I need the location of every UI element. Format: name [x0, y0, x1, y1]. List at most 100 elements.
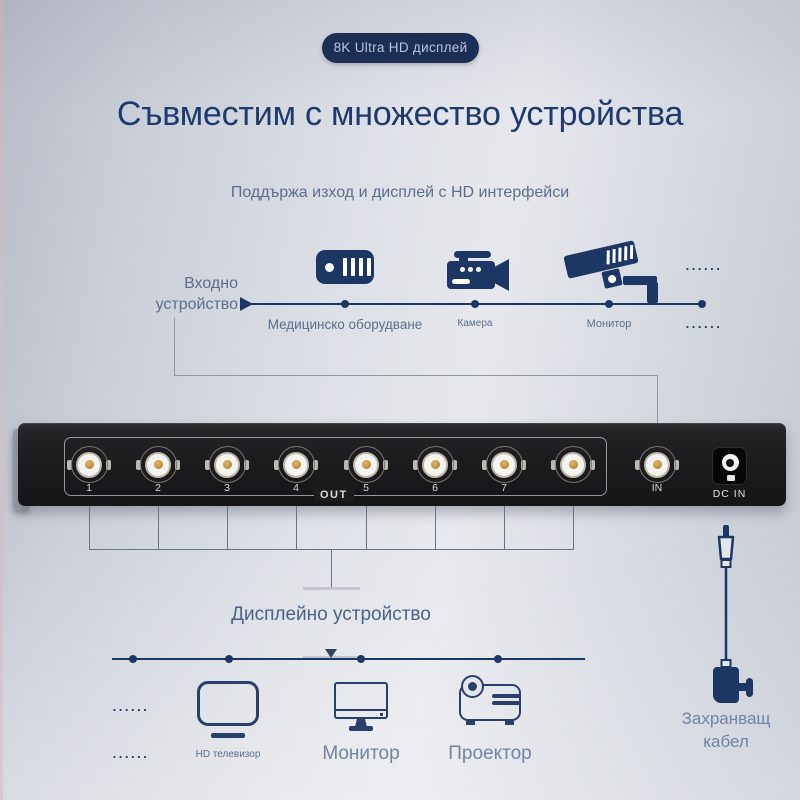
bnc-center-pin	[84, 460, 94, 469]
bnc-lug-left	[344, 460, 349, 470]
triangle-down-icon	[325, 649, 337, 658]
bnc-connector-out-1: 1	[67, 446, 111, 498]
out-group-label: OUT	[314, 489, 354, 501]
bnc-inner-ring	[353, 451, 379, 478]
bus-drop-line-7	[503, 506, 505, 549]
input-item-label-medical: Медицинско оборудване	[267, 317, 423, 332]
bnc-inner-ring	[214, 451, 240, 478]
bnc-outer-ring	[70, 446, 108, 483]
wire-input-to-in-port	[657, 375, 658, 442]
projector-icon-lens-dot	[468, 682, 477, 691]
input-timeline-dot-4	[698, 300, 706, 308]
medical-equipment-icon	[316, 250, 374, 284]
cctv-mount-post	[647, 282, 658, 303]
wire-input-vertical	[174, 318, 175, 376]
bnc-center-pin	[652, 460, 662, 469]
tv-icon	[197, 681, 259, 726]
output-more-dots-bottom: ......	[112, 746, 150, 761]
page-subtitle: Поддържа изход и дисплей с HD интерфейси	[230, 184, 570, 201]
monitor-icon	[334, 682, 388, 719]
bus-center-drop	[331, 550, 332, 588]
bnc-outer-ring	[347, 446, 385, 483]
bnc-center-pin	[568, 460, 578, 469]
bnc-connector-out-2-label: 2	[155, 482, 161, 494]
bnc-lug-right	[313, 460, 318, 470]
bnc-lug-right	[521, 460, 526, 470]
bus-drop-line-8	[572, 506, 574, 549]
bnc-inner-ring	[491, 451, 517, 478]
input-caption-line2: устройство	[155, 296, 238, 313]
bnc-lug-right	[175, 460, 180, 470]
bnc-center-pin	[222, 460, 232, 469]
output-more-dots-top: ......	[112, 699, 150, 714]
bnc-lug-left	[482, 460, 487, 470]
bnc-center-pin	[430, 460, 440, 469]
video-camera-lens	[495, 259, 509, 291]
bnc-outer-ring	[638, 446, 676, 483]
bus-drop-line-5	[365, 506, 367, 549]
output-item-label-monitor: Монитор	[322, 743, 400, 764]
bnc-connector-in: IN	[635, 446, 679, 498]
bnc-center-pin	[153, 460, 163, 469]
power-cable-icon	[713, 525, 753, 703]
medical-led-dot	[325, 262, 334, 272]
bnc-connector-out-6: 6	[413, 446, 457, 498]
bnc-lug-right	[244, 460, 249, 470]
bnc-lug-left	[136, 460, 141, 470]
bnc-lug-left	[205, 460, 210, 470]
input-timeline-dot-3	[605, 300, 613, 308]
bnc-connector-out-7: 7	[482, 446, 526, 498]
tv-icon-base	[211, 733, 245, 738]
output-item-label-projector: Проектор	[448, 743, 532, 764]
bnc-outer-ring	[554, 446, 592, 483]
input-timeline-dot-1	[341, 300, 349, 308]
dc-in-label: DC IN	[712, 488, 747, 500]
input-devices-caption: Входно устройство	[110, 273, 238, 315]
projector-icon	[459, 684, 521, 721]
bnc-outer-ring	[208, 446, 246, 483]
bus-drop-line-2	[157, 506, 159, 549]
bnc-connector-in-label: IN	[651, 482, 663, 494]
bnc-lug-right	[590, 460, 595, 470]
bnc-connector-out-5: 5	[344, 446, 388, 498]
display-device-title: Дисплейно устройство	[231, 604, 431, 625]
bnc-center-pin	[499, 460, 509, 469]
cctv-lens	[601, 268, 623, 289]
bnc-lug-left	[413, 460, 418, 470]
bnc-outer-ring	[277, 446, 315, 483]
bnc-connector-out-7-label: 7	[501, 482, 507, 494]
video-camera-body	[447, 261, 495, 289]
input-item-label-camera: Камера	[457, 318, 493, 329]
dc-power-jack	[712, 447, 747, 485]
output-timeline-dot-4	[494, 655, 502, 663]
bnc-inner-ring	[283, 451, 309, 478]
input-more-dots-bottom: ......	[685, 316, 723, 331]
input-timeline-dot-2	[471, 300, 479, 308]
input-more-dots-top: ......	[685, 258, 723, 273]
bnc-connector-out-5-label: 5	[363, 482, 369, 494]
output-item-label-tv: HD телевизор	[195, 749, 261, 760]
bnc-lug-right	[452, 460, 457, 470]
bnc-connector-out-4-label: 4	[293, 482, 299, 494]
bnc-connector-out-1-label: 1	[86, 482, 92, 494]
bus-drop-line-1	[88, 506, 90, 549]
video-camera-icon	[454, 251, 491, 258]
bnc-center-pin	[361, 460, 371, 469]
output-timeline-dot-3	[357, 655, 365, 663]
video-camera-neck	[459, 256, 468, 264]
bus-terminal-bar	[303, 587, 360, 590]
bnc-outer-ring	[485, 446, 523, 483]
bnc-lug-right	[383, 460, 388, 470]
bnc-lug-right	[106, 460, 111, 470]
arrow-right-icon	[240, 297, 253, 311]
bnc-lug-left	[635, 460, 640, 470]
bnc-connector-out-8	[551, 446, 595, 498]
bnc-connector-out-3: 3	[205, 446, 249, 498]
bus-drop-line-3	[226, 506, 228, 549]
output-timeline-dot-1	[129, 655, 137, 663]
bnc-outer-ring	[139, 446, 177, 483]
bnc-lug-right	[674, 460, 679, 470]
power-cable-label: Захранващ кабел	[662, 707, 790, 753]
feature-badge: 8K Ultra HD дисплей	[322, 33, 479, 63]
bnc-inner-ring	[145, 451, 171, 478]
